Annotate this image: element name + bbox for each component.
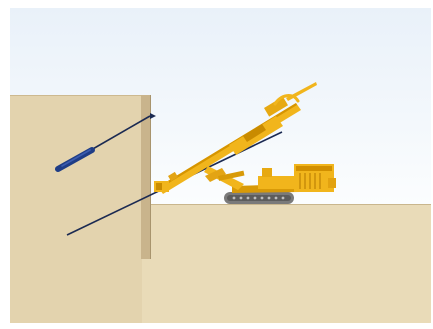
drilling-rig-icon xyxy=(154,82,336,204)
retaining-wall xyxy=(141,95,150,259)
ground-anchor-icon xyxy=(55,113,156,172)
